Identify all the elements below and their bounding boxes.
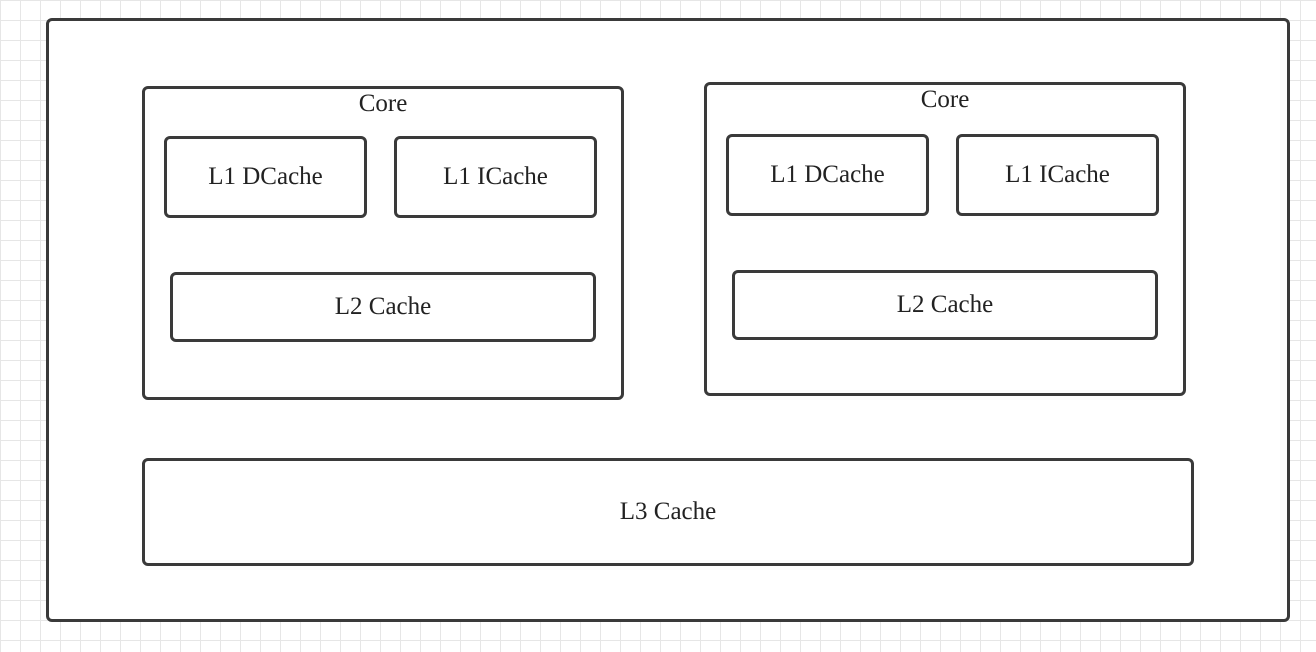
core-2-l1-dcache: L1 DCache: [726, 134, 929, 216]
l3-cache: L3 Cache: [142, 458, 1194, 566]
core-1-l1-icache: L1 ICache: [394, 136, 597, 218]
core-box-1: Core: [142, 86, 624, 400]
core-1-l1-icache-label: L1 ICache: [443, 163, 548, 190]
core-2-l2-cache-label: L2 Cache: [896, 291, 994, 318]
core-1-l2-cache: L2 Cache: [170, 272, 596, 342]
core-title-1: Core: [358, 90, 408, 117]
core-1-l2-cache-label: L2 Cache: [334, 293, 432, 320]
core-2-l1-icache-label: L1 ICache: [1005, 161, 1110, 188]
core-title-2: Core: [920, 86, 970, 113]
core-1-l1-dcache: L1 DCache: [164, 136, 367, 218]
core-1-l1-dcache-label: L1 DCache: [208, 163, 323, 190]
core-2-l1-dcache-label: L1 DCache: [770, 161, 885, 188]
core-2-l2-cache: L2 Cache: [732, 270, 1158, 340]
l3-cache-label: L3 Cache: [619, 498, 717, 525]
core-box-2: Core: [704, 82, 1186, 396]
core-2-l1-icache: L1 ICache: [956, 134, 1159, 216]
